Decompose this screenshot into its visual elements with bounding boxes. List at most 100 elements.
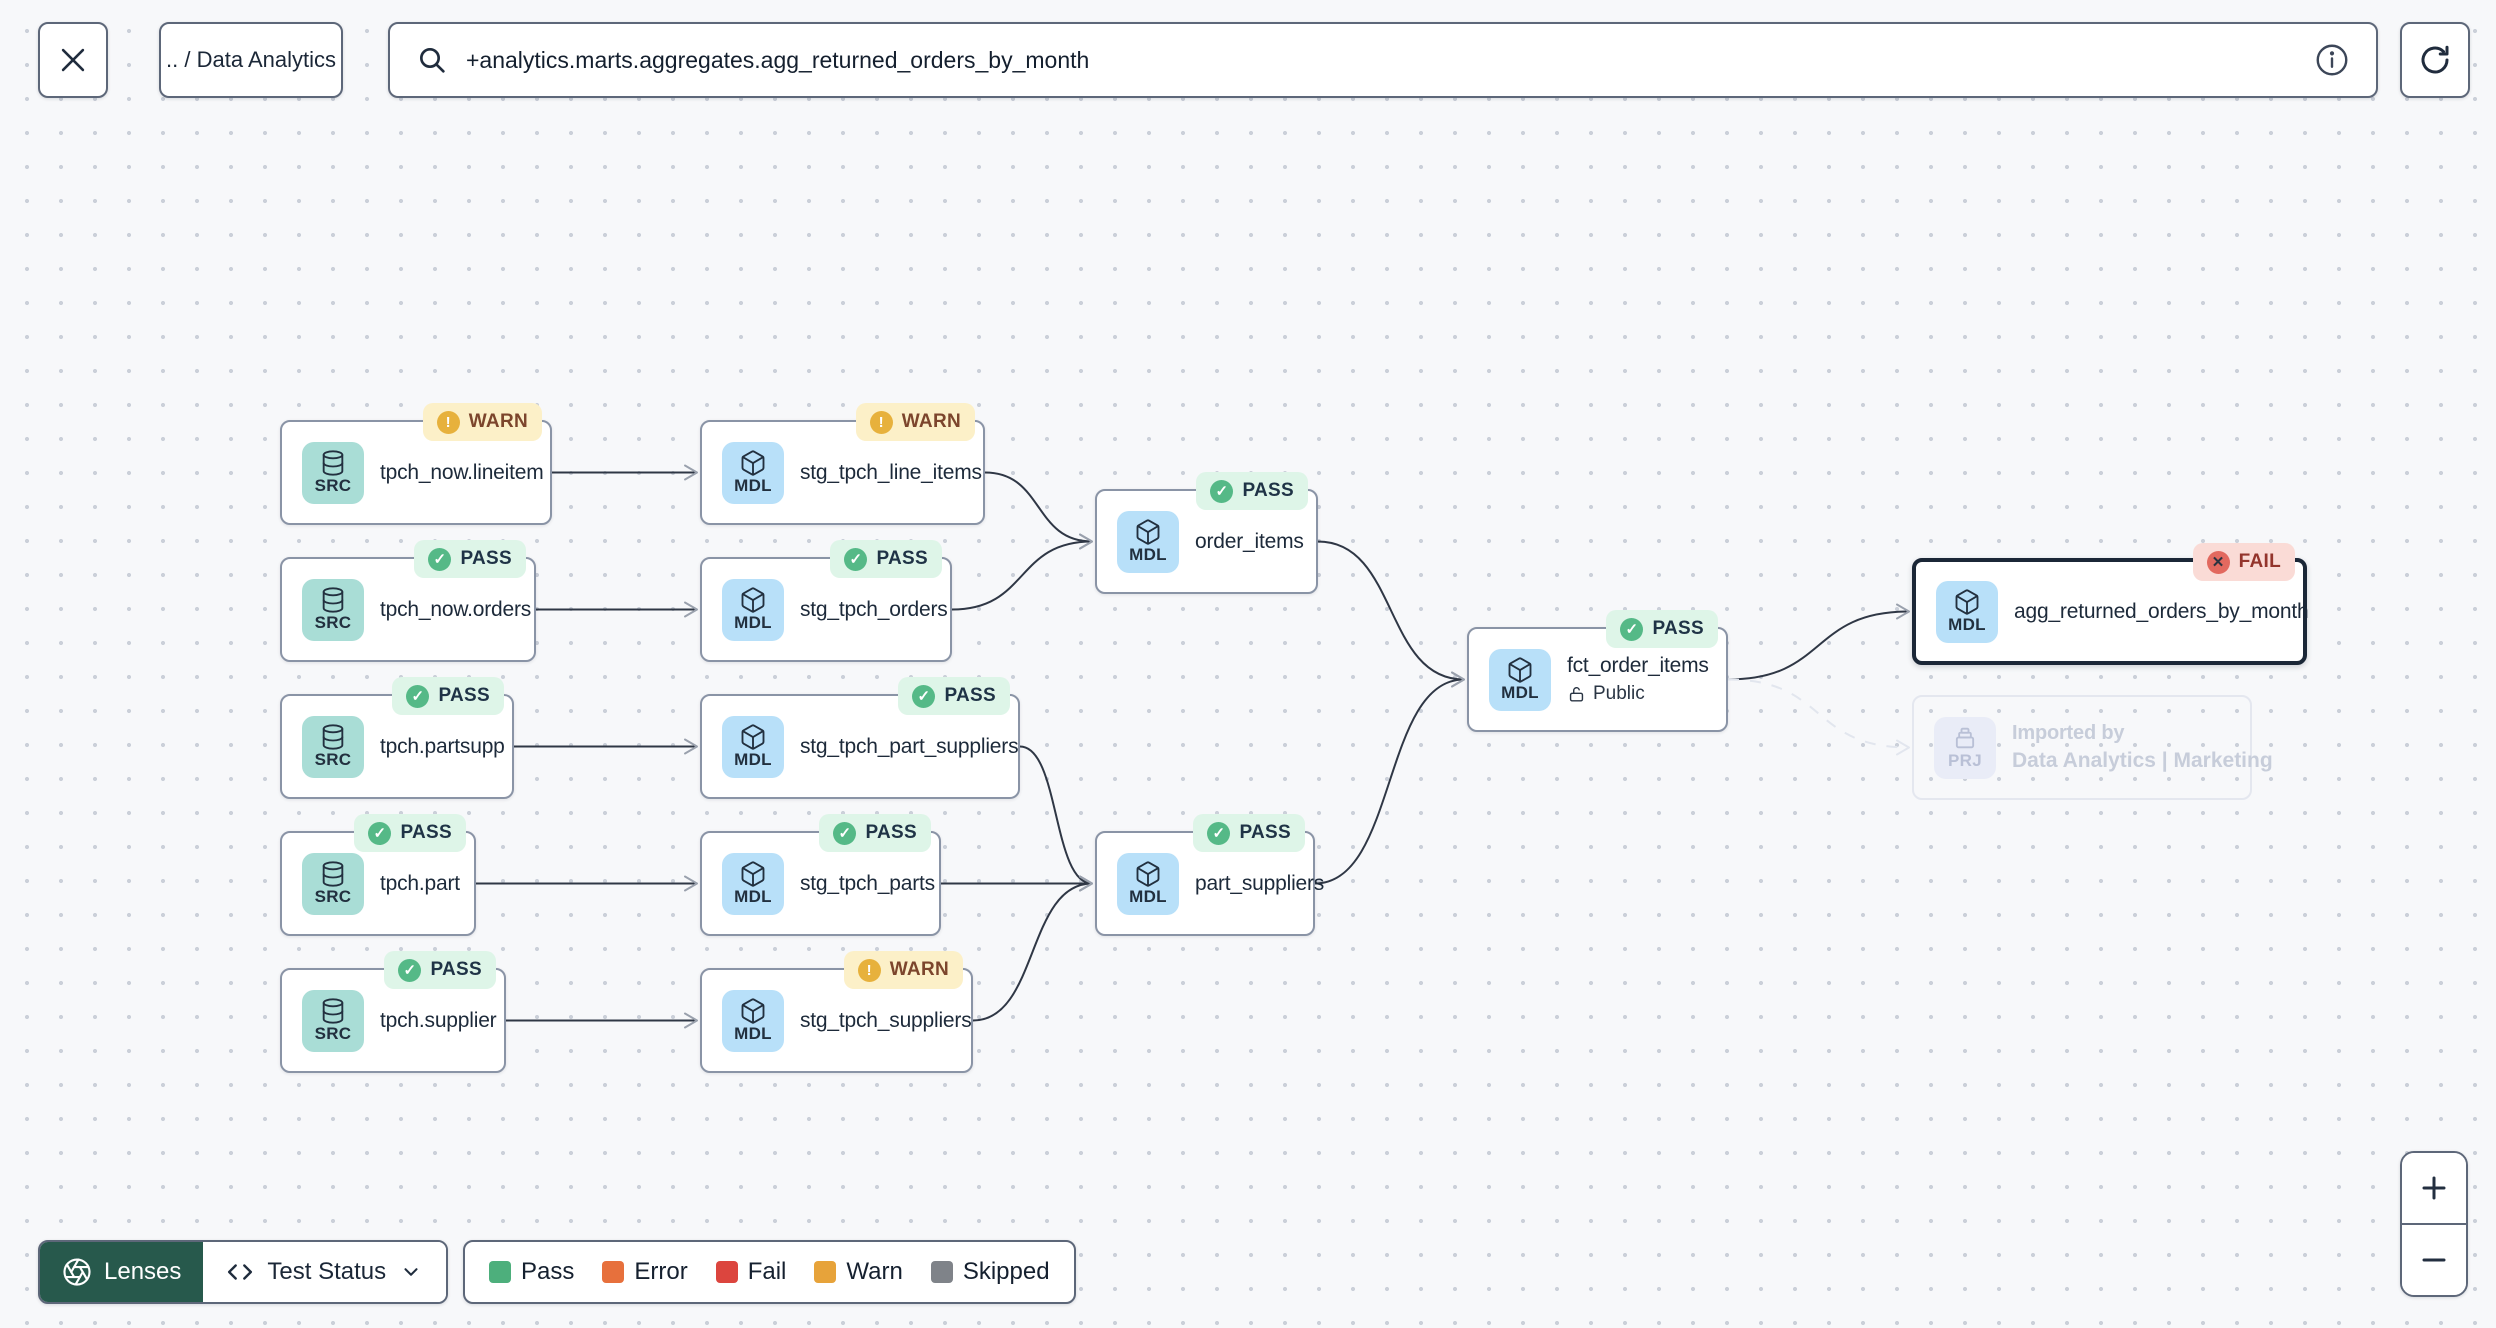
resource-type-label: MDL	[1129, 887, 1167, 907]
legend-label: Warn	[846, 1258, 903, 1285]
legend-item-fail: Fail	[715, 1258, 786, 1286]
lenses-control: Lenses Test Status	[38, 1240, 449, 1304]
node-title: stg_tpch_suppliers	[800, 1008, 972, 1032]
node-text: part_suppliers	[1195, 872, 1324, 896]
refresh-button[interactable]	[2400, 22, 2470, 98]
status-label: PASS	[460, 548, 512, 569]
node-text: stg_tpch_parts	[800, 872, 935, 896]
edge-arrowhead	[1079, 533, 1093, 550]
edge-part_suppliers-to-fct_order_items	[1314, 678, 1465, 885]
search-icon	[420, 48, 445, 73]
cube-icon	[1508, 657, 1532, 683]
node-title: fct_order_items	[1567, 654, 1709, 677]
node-text: stg_tpch_line_items	[800, 461, 982, 485]
graph-node-part_suppliers[interactable]: MDL part_suppliers ✓PASS	[1095, 814, 1324, 936]
resource-type-label: SRC	[314, 750, 352, 770]
legend-item-warn: Warn	[814, 1258, 903, 1286]
resource-type-label: MDL	[734, 1024, 772, 1044]
src-resource-chip: SRC	[302, 441, 364, 504]
lens-selector-dropdown[interactable]: Test Status	[203, 1242, 447, 1302]
legend-item-skipped: Skipped	[930, 1258, 1050, 1286]
status-dot: ✓	[398, 958, 422, 982]
node-title: Imported by	[2012, 722, 2125, 744]
cube-icon	[1955, 589, 1979, 615]
node-title: stg_tpch_parts	[800, 871, 935, 895]
status-badge-warn: !WARN	[422, 403, 542, 441]
resource-type-label: MDL	[1129, 545, 1167, 565]
node-text: tpch.partsupp	[380, 735, 505, 759]
node-text: agg_returned_orders_by_month	[2014, 600, 2309, 624]
search-bar[interactable]	[388, 22, 2378, 98]
status-label: PASS	[1239, 822, 1291, 843]
resource-type-label: MDL	[734, 613, 772, 633]
status-label: PASS	[865, 822, 917, 843]
unlock-icon	[1569, 686, 1584, 702]
edge-arrowhead	[684, 738, 698, 755]
close-button[interactable]	[38, 22, 108, 98]
status-dot: !	[869, 410, 893, 434]
edge-arrowhead	[1896, 739, 1910, 756]
breadcrumb[interactable]: .. / Data Analytics	[159, 22, 343, 98]
resource-type-label: SRC	[314, 476, 352, 496]
legend-item-pass: Pass	[489, 1258, 574, 1286]
status-badge-pass: ✓PASS	[1193, 814, 1305, 852]
node-title: order_items	[1195, 529, 1304, 553]
status-label: WARN	[901, 411, 961, 432]
status-dot: ✓	[428, 547, 452, 571]
src-resource-chip: SRC	[302, 715, 364, 778]
info-icon[interactable]	[2314, 42, 2350, 78]
resource-type-label: MDL	[734, 750, 772, 770]
status-badge-pass: ✓PASS	[1606, 610, 1718, 648]
graph-node-agg_returned_orders_by_month[interactable]: MDL agg_returned_orders_by_month ✕FAIL	[1912, 543, 2309, 665]
node-text: tpch.supplier	[380, 1008, 497, 1033]
code-icon	[228, 1264, 253, 1280]
edge-arrowhead	[1896, 603, 1910, 620]
status-label: FAIL	[2238, 551, 2281, 572]
edge-arrowhead	[1079, 875, 1093, 892]
database-icon	[322, 998, 344, 1024]
resource-type-label: MDL	[1948, 615, 1986, 635]
edge-arrowhead	[1451, 671, 1465, 688]
resource-type-label: MDL	[1501, 683, 1539, 703]
graph-node-stg_tpch_suppliers[interactable]: MDL stg_tpch_suppliers !WARN	[700, 951, 973, 1073]
node-text: order_items	[1195, 530, 1304, 554]
zoom-out-button[interactable]	[2402, 1225, 2466, 1295]
src-resource-chip: SRC	[302, 989, 364, 1052]
mdl-resource-chip: MDL	[1489, 648, 1551, 711]
project-icon	[1955, 727, 1975, 749]
mdl-resource-chip: MDL	[1936, 580, 1998, 643]
legend-swatch	[715, 1261, 738, 1283]
minus-icon	[2422, 1258, 2446, 1262]
legend-swatch	[930, 1261, 953, 1283]
status-badge-warn: !WARN	[843, 951, 963, 989]
legend-swatch	[602, 1261, 625, 1283]
status-dot: !	[436, 410, 460, 434]
status-label: PASS	[944, 685, 996, 706]
edge-fct_order_items-to-agg_returned_orders_by_month	[1727, 610, 1910, 681]
status-badge-fail: ✕FAIL	[2192, 543, 2295, 581]
node-title: tpch.supplier	[380, 1008, 497, 1032]
close-icon	[61, 48, 85, 72]
search-input[interactable]	[466, 46, 2296, 74]
lens-selector-label: Test Status	[267, 1258, 387, 1285]
zoom-in-button[interactable]	[2402, 1153, 2466, 1225]
lenses-button[interactable]: Lenses	[40, 1242, 204, 1302]
database-icon	[322, 724, 344, 750]
